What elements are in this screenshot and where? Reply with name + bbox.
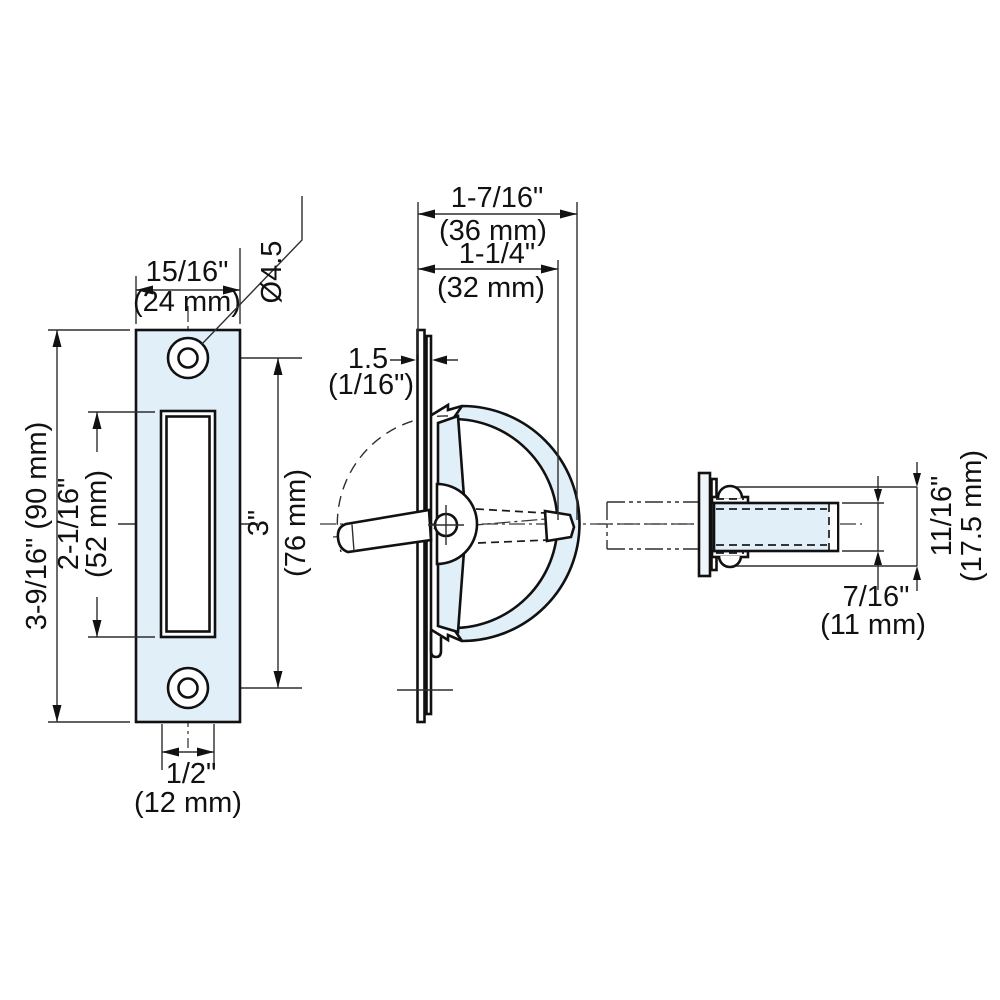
dim-hole-diameter: Ø4.5 <box>201 196 303 345</box>
dim-plate-height: 3-9/16" (90 mm) <box>21 329 130 723</box>
slot-outer <box>159 409 217 639</box>
label-hole-spacing-mm: (76 mm) <box>280 469 312 577</box>
end-view: 7/16" (11 mm) 11/16" (17.5 mm) <box>597 450 988 641</box>
label-slot-width-in: 1/2" <box>166 758 217 790</box>
label-slot-height-mm: (52 mm) <box>81 470 113 578</box>
pivot-crosshair <box>428 505 464 545</box>
cup-top-lip <box>429 402 463 418</box>
label-width-mm: (24 mm) <box>133 286 241 318</box>
dim-plate-width: 15/16" (24 mm) <box>133 248 241 324</box>
slot-inner <box>165 415 211 633</box>
label-hole-spacing-in: 3" <box>243 510 275 536</box>
label-height: 3-9/16" (90 mm) <box>21 422 53 631</box>
latch-body <box>712 501 840 553</box>
top-screw-hole-outer <box>166 336 210 380</box>
label-overall-height-mm: (17.5 mm) <box>956 450 988 582</box>
stowed-handle-hidden-lines <box>475 508 549 544</box>
handle-tip-line <box>351 524 355 552</box>
bottom-clip <box>429 631 443 659</box>
label-slot-width-mm: (12 mm) <box>134 787 242 819</box>
bottom-screw-hole-outer <box>166 666 210 710</box>
label-overall-height-in: 11/16" <box>926 476 958 557</box>
handle-deployed <box>336 508 433 554</box>
phantom-handle-outline <box>606 501 700 550</box>
top-screw-hole-inner <box>177 347 199 369</box>
lug-hidden-lines <box>716 498 744 554</box>
side-view: 1-7/16" (36 mm) 1-1/4" (32 mm) 1.5 (1/16… <box>320 182 706 724</box>
cup-bottom-lip <box>429 627 463 643</box>
dim-overall-depth: 1-7/16" (36 mm) <box>417 182 578 520</box>
body-hidden-lines <box>716 508 827 546</box>
label-hole-dia: Ø4.5 <box>256 241 288 304</box>
cup-envelope-lines <box>733 486 917 567</box>
dim-recess-depth: 1-1/4" (32 mm) <box>418 238 558 304</box>
label-thickness-in: (1/16") <box>328 369 414 401</box>
top-lug <box>716 484 744 499</box>
label-thickness-mm: 1.5 <box>348 343 388 375</box>
label-width-in: 15/16" <box>146 256 229 288</box>
dim-slot-width: 1/2" (12 mm) <box>134 724 242 819</box>
stowed-handle-tip <box>543 509 576 543</box>
bottom-lug <box>717 555 743 569</box>
label-overall-depth-mm: (36 mm) <box>439 215 547 247</box>
dim-plate-thickness: 1.5 (1/16") <box>328 343 458 401</box>
label-overall-depth-in: 1-7/16" <box>451 182 544 214</box>
front-view: 15/16" (24 mm) Ø4.5 3-9/16" (90 mm) 2-1/… <box>21 196 312 819</box>
label-slot-height-in: 2-1/16" <box>53 478 85 571</box>
dim-hole-spacing: 3" (76 mm) <box>243 358 312 688</box>
label-recess-depth-in: 1-1/4" <box>459 238 535 270</box>
label-body-height-mm: (11 mm) <box>820 609 926 641</box>
dim-overall-height: 11/16" (17.5 mm) <box>913 450 988 591</box>
label-body-height-in: 7/16" <box>843 581 910 613</box>
bottom-screw-hole-inner <box>177 677 199 699</box>
dim-body-height: 7/16" (11 mm) <box>820 476 926 641</box>
body-end-cap <box>829 504 837 550</box>
dim-slot-height: 2-1/16" (52 mm) <box>53 411 155 638</box>
label-recess-depth-mm: (32 mm) <box>437 272 545 304</box>
end-faceplate <box>697 471 712 578</box>
